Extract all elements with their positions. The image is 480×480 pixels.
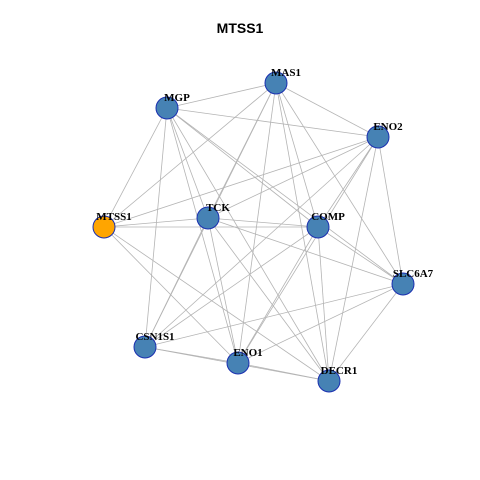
edge-mas1-eno2 bbox=[275, 82, 379, 138]
node-tck bbox=[196, 206, 220, 230]
edge-mgp-tck bbox=[166, 107, 209, 219]
node-mas1 bbox=[264, 71, 288, 95]
node-label-eno2: ENO2 bbox=[373, 121, 403, 133]
node-comp bbox=[306, 215, 330, 239]
edge-tck-decr1 bbox=[207, 217, 330, 382]
node-csn1s1 bbox=[133, 335, 157, 359]
node-label-comp: COMP bbox=[311, 211, 345, 223]
node-label-mtss1: MTSS1 bbox=[96, 211, 131, 223]
edge-comp-slc6a7 bbox=[317, 226, 404, 285]
edge-mas1-comp bbox=[275, 82, 319, 228]
edge-tck-slc6a7 bbox=[207, 217, 404, 285]
node-slc6a7 bbox=[391, 272, 415, 296]
edge-eno2-comp bbox=[317, 136, 379, 228]
edge-eno2-csn1s1 bbox=[144, 136, 379, 348]
edge-comp-csn1s1 bbox=[144, 226, 319, 348]
edge-tck-csn1s1 bbox=[144, 217, 209, 348]
edge-comp-eno1 bbox=[237, 226, 319, 364]
edge-csn1s1-slc6a7 bbox=[144, 283, 404, 348]
edge-mtss1-eno2 bbox=[103, 136, 379, 228]
node-label-mgp: MGP bbox=[164, 92, 190, 104]
edge-mgp-csn1s1 bbox=[144, 107, 168, 348]
edge-decr1-slc6a7 bbox=[328, 283, 404, 382]
diagram-title: MTSS1 bbox=[216, 20, 264, 36]
edge-eno2-eno1 bbox=[237, 136, 379, 364]
node-mgp bbox=[155, 96, 179, 120]
node-label-eno1: ENO1 bbox=[233, 347, 262, 359]
edge-eno1-decr1 bbox=[237, 362, 330, 382]
node-label-slc6a7: SLC6A7 bbox=[393, 268, 434, 280]
node-label-mas1: MAS1 bbox=[271, 67, 301, 79]
edge-mas1-decr1 bbox=[275, 82, 330, 382]
edge-tck-comp bbox=[207, 217, 319, 228]
edges bbox=[103, 82, 404, 382]
edge-mtss1-mas1 bbox=[103, 82, 277, 228]
node-eno2 bbox=[366, 125, 390, 149]
node-label-csn1s1: CSN1S1 bbox=[135, 331, 174, 343]
edge-mgp-eno2 bbox=[166, 107, 379, 138]
node-label-decr1: DECR1 bbox=[321, 365, 358, 377]
edge-mgp-mas1 bbox=[166, 82, 277, 109]
edge-mas1-slc6a7 bbox=[275, 82, 404, 285]
edge-mtss1-tck bbox=[103, 217, 209, 228]
edge-mas1-eno1 bbox=[237, 82, 277, 364]
edge-mgp-decr1 bbox=[166, 107, 330, 382]
node-mtss1 bbox=[92, 215, 116, 239]
edge-mgp-eno1 bbox=[166, 107, 239, 364]
edge-eno2-tck bbox=[207, 136, 379, 219]
node-label-tck: TCK bbox=[206, 202, 230, 214]
edge-tck-eno1 bbox=[207, 217, 239, 364]
edge-eno2-slc6a7 bbox=[377, 136, 404, 285]
edge-mgp-slc6a7 bbox=[166, 107, 404, 285]
edge-eno2-decr1 bbox=[328, 136, 379, 382]
node-decr1 bbox=[317, 369, 341, 393]
edge-eno1-slc6a7 bbox=[237, 283, 404, 364]
edge-mtss1-decr1 bbox=[103, 226, 330, 382]
edge-mtss1-mgp bbox=[103, 107, 168, 228]
edge-mgp-comp bbox=[166, 107, 319, 228]
edge-comp-decr1 bbox=[317, 226, 330, 382]
node-eno1 bbox=[226, 351, 250, 375]
